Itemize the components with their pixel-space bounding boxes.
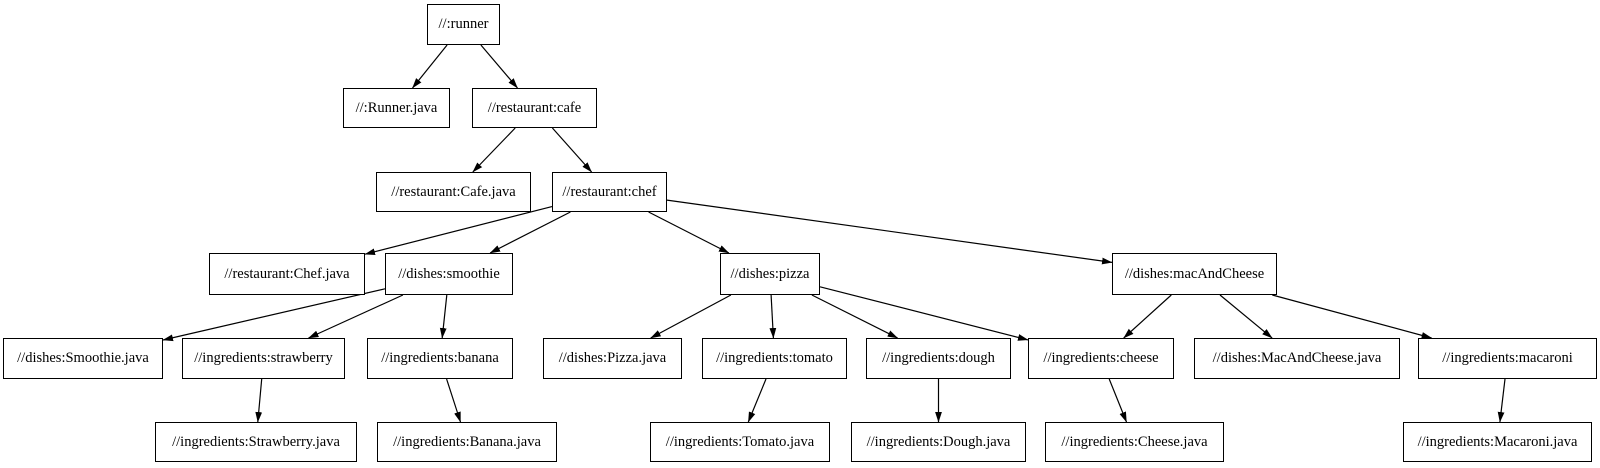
graph-node-runner_java: //:Runner.java [343, 88, 450, 128]
graph-node-strawberry: //ingredients:strawberry [182, 338, 345, 379]
graph-node-mac_and_cheese: //dishes:macAndCheese [1112, 253, 1277, 295]
graph-node-tomato_java: //ingredients:Tomato.java [650, 422, 830, 462]
graph-edge-mac_and_cheese-to-cheese [1123, 294, 1172, 339]
graph-edge-chef-to-pizza [648, 211, 730, 254]
graph-edge-pizza-to-dough [811, 294, 899, 339]
graph-node-label: //restaurant:chef [562, 183, 657, 200]
graph-node-label: //ingredients:cheese [1043, 350, 1159, 367]
graph-node-label: //ingredients:strawberry [194, 350, 333, 367]
graph-node-label: //dishes:pizza [730, 265, 810, 282]
graph-node-label: //dishes:Smoothie.java [17, 350, 149, 367]
graph-node-pizza: //dishes:pizza [720, 253, 820, 295]
graph-edge-runner-to-runner_java [412, 44, 448, 89]
graph-node-chef: //restaurant:chef [552, 172, 667, 212]
graph-edge-tomato-to-tomato_java [747, 378, 767, 423]
graph-node-tomato: //ingredients:tomato [702, 338, 847, 379]
graph-edge-cheese-to-cheese_java [1108, 378, 1128, 423]
graph-node-label: //restaurant:cafe [487, 99, 582, 116]
graph-node-label: //ingredients:tomato [716, 350, 833, 367]
graph-node-cafe: //restaurant:cafe [472, 88, 597, 128]
graph-node-mac_and_cheese_java: //dishes:MacAndCheese.java [1194, 338, 1400, 379]
graph-node-cafe_java: //restaurant:Cafe.java [376, 172, 531, 212]
graph-node-macaroni_java: //ingredients:Macaroni.java [1403, 422, 1592, 462]
graph-node-chef_java: //restaurant:Chef.java [209, 253, 365, 295]
graph-node-label: //ingredients:Macaroni.java [1417, 433, 1578, 450]
graph-node-label: //:runner [438, 16, 489, 33]
graph-node-label: //ingredients:Dough.java [866, 433, 1011, 450]
graph-node-cheese_java: //ingredients:Cheese.java [1045, 422, 1224, 462]
graph-edge-mac_and_cheese-to-mac_and_cheese_java [1219, 294, 1273, 339]
graph-node-dough_java: //ingredients:Dough.java [851, 422, 1026, 462]
graph-node-label: //ingredients:macaroni [1442, 350, 1573, 367]
graph-edge-macaroni-to-macaroni_java [1497, 378, 1506, 423]
graph-edge-strawberry-to-strawberry_java [255, 378, 263, 423]
graph-edge-chef-to-mac_and_cheese [666, 199, 1113, 265]
graph-node-label: //dishes:MacAndCheese.java [1212, 350, 1382, 367]
graph-node-cheese: //ingredients:cheese [1028, 338, 1174, 379]
graph-edge-pizza-to-pizza_java [650, 294, 732, 339]
graph-node-dough: //ingredients:dough [866, 338, 1011, 379]
graph-node-pizza_java: //dishes:Pizza.java [543, 338, 682, 379]
graph-node-label: //ingredients:Banana.java [393, 433, 541, 450]
graph-node-runner: //:runner [427, 4, 500, 45]
graph-node-label: //ingredients:Strawberry.java [172, 433, 340, 450]
graph-node-macaroni: //ingredients:macaroni [1418, 338, 1597, 379]
graph-edge-pizza-to-tomato [769, 294, 777, 339]
graph-node-banana_java: //ingredients:Banana.java [377, 422, 557, 462]
graph-node-label: //ingredients:Tomato.java [665, 433, 815, 450]
graph-edge-chef-to-chef_java [364, 206, 553, 256]
graph-edge-pizza-to-cheese [819, 286, 1029, 341]
graph-edge-mac_and_cheese-to-macaroni [1272, 294, 1433, 339]
graph-edge-banana-to-banana_java [446, 378, 462, 423]
graph-node-smoothie: //dishes:smoothie [385, 253, 513, 295]
graph-node-label: //ingredients:Cheese.java [1061, 433, 1208, 450]
graph-edge-chef-to-smoothie [489, 211, 571, 254]
graph-node-label: //restaurant:Cafe.java [391, 183, 516, 200]
graph-node-label: //ingredients:dough [882, 350, 995, 367]
graph-edge-cafe-to-chef [551, 127, 593, 173]
graph-edge-smoothie-to-banana [439, 294, 448, 339]
graph-node-label: //:Runner.java [355, 99, 438, 116]
graph-node-label: //dishes:smoothie [398, 265, 500, 282]
graph-edge-smoothie-to-smoothie_java [162, 288, 386, 342]
graph-node-label: //ingredients:banana [381, 350, 499, 367]
graph-edge-smoothie-to-strawberry [308, 294, 404, 339]
graph-node-banana: //ingredients:banana [367, 338, 513, 379]
graph-edge-cafe-to-cafe_java [472, 127, 516, 173]
graph-edge-runner-to-cafe [480, 44, 518, 89]
graph-node-label: //dishes:Pizza.java [558, 350, 667, 367]
graph-node-label: //dishes:macAndCheese [1124, 265, 1265, 282]
graph-edge-group [162, 44, 1506, 423]
graph-node-strawberry_java: //ingredients:Strawberry.java [155, 422, 357, 462]
graph-node-smoothie_java: //dishes:Smoothie.java [3, 338, 163, 379]
graph-node-label: //restaurant:Chef.java [224, 265, 350, 282]
